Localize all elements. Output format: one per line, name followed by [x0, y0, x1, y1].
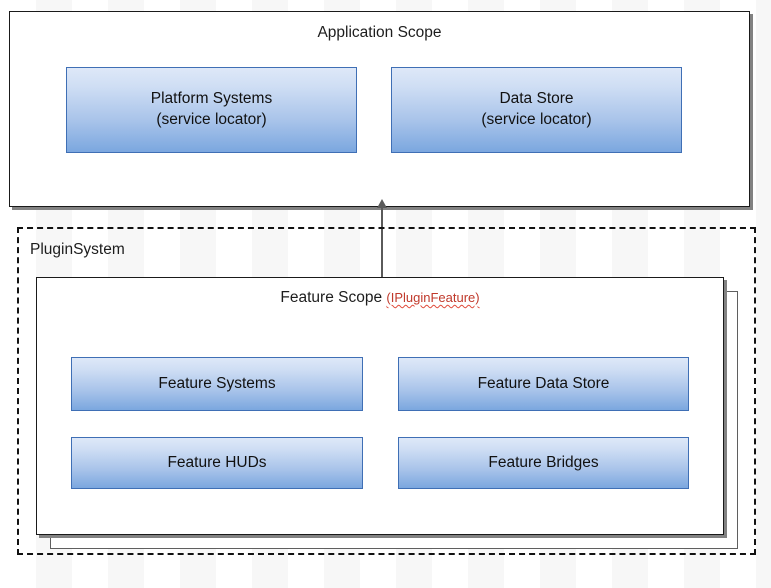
- node-feature-bridges[interactable]: Feature Bridges: [398, 437, 689, 489]
- node-data-store-line2: (service locator): [481, 111, 592, 128]
- node-feature-bridges-label: Feature Bridges: [488, 453, 599, 471]
- node-platform-systems-line2: (service locator): [156, 111, 267, 128]
- application-scope-title-text: Application Scope: [317, 24, 442, 41]
- node-platform-systems-line1: Platform Systems: [150, 90, 273, 108]
- node-feature-data-store[interactable]: Feature Data Store: [398, 357, 689, 411]
- feature-scope-title-text: Feature Scope: [280, 289, 383, 306]
- feature-scope-to-application-scope-arrow-line: [381, 206, 383, 278]
- plugin-system-label-text: PluginSystem: [30, 241, 125, 258]
- node-feature-systems-label: Feature Systems: [158, 374, 276, 392]
- node-data-store[interactable]: Data Store (service locator): [391, 67, 682, 153]
- feature-scope-interface-text: (IPluginFeature): [386, 290, 480, 305]
- plugin-system-label: PluginSystem: [30, 241, 125, 260]
- feature-scope-to-application-scope-arrow-head: [377, 199, 387, 208]
- node-feature-data-store-label: Feature Data Store: [477, 374, 610, 392]
- node-feature-huds-label: Feature HUDs: [167, 453, 267, 471]
- node-feature-systems[interactable]: Feature Systems: [71, 357, 363, 411]
- plugin-system-box[interactable]: [17, 227, 756, 555]
- node-data-store-line1: Data Store: [499, 90, 574, 108]
- application-scope-title: Application Scope: [9, 24, 750, 43]
- feature-scope-title: Feature Scope (IPluginFeature): [36, 289, 724, 308]
- node-platform-systems[interactable]: Platform Systems (service locator): [66, 67, 357, 153]
- node-feature-huds[interactable]: Feature HUDs: [71, 437, 363, 489]
